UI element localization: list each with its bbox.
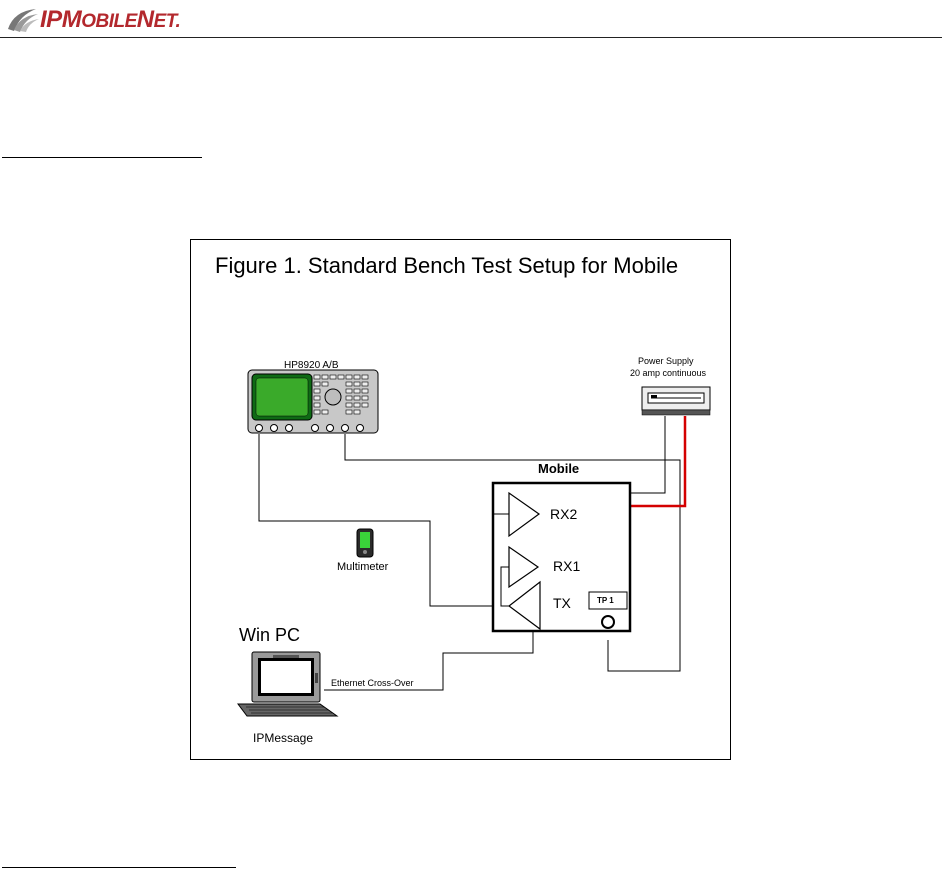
rx1-label: RX1: [553, 558, 581, 574]
logo-swoosh-icon: [8, 9, 39, 32]
power-supply-label-line2: 20 amp continuous: [630, 368, 707, 378]
bench-diagram: [237, 369, 711, 717]
hp8920-analyzer: [247, 369, 379, 434]
power-supply: [641, 386, 711, 416]
cables: [258, 416, 681, 691]
header-divider: [0, 37, 942, 38]
ipmessage-label: IPMessage: [253, 731, 314, 745]
analyzer-label: HP8920 A/B: [284, 360, 339, 371]
logo-wordmark: IPMOBILENET.: [40, 6, 181, 33]
ethernet-label: Ethernet Cross-Over: [331, 678, 414, 688]
figure-title: Figure 1. Standard Bench Test Setup for …: [215, 253, 679, 278]
company-logo: IPMOBILENET.: [6, 6, 181, 34]
tx-label: TX: [553, 595, 571, 611]
multimeter-icon: [356, 528, 374, 558]
power-red-cable: [631, 416, 687, 508]
footnote-separator: [2, 867, 236, 868]
section-heading-underline: [2, 157, 202, 158]
multimeter-label: Multimeter: [337, 561, 389, 573]
laptop-icon: [237, 651, 339, 717]
pc-label: Win PC: [239, 625, 301, 645]
power-supply-label-line1: Power Supply: [638, 356, 694, 366]
mobile-label: Mobile: [538, 461, 580, 476]
rx2-label: RX2: [550, 506, 578, 522]
figure-bench-test-setup: Figure 1. Standard Bench Test Setup for …: [190, 239, 731, 760]
tp1-label: TP 1: [597, 596, 614, 605]
mobile-radio: [491, 481, 632, 633]
